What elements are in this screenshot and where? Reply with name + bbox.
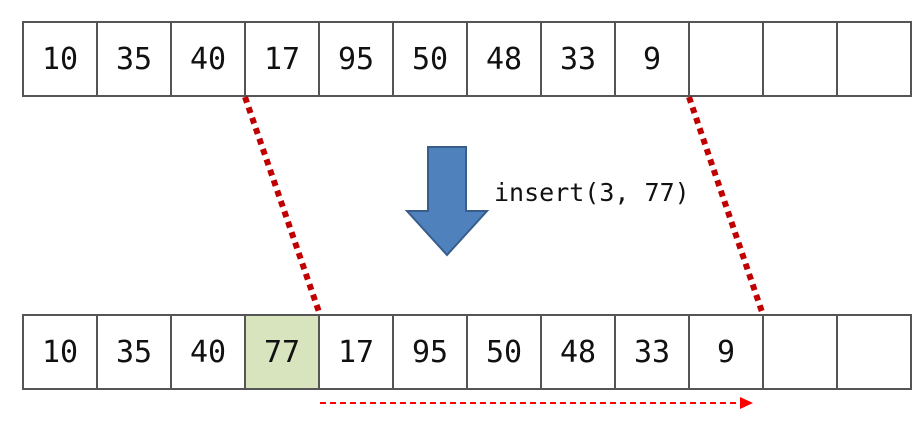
shift-end-dotted-line (686, 96, 765, 313)
result-array-cell: 95 (392, 314, 468, 390)
down-arrow-icon (404, 146, 490, 257)
shift-direction-arrowhead-icon (740, 397, 753, 409)
result-array-cell-inserted: 77 (244, 314, 320, 390)
original-array-cell: 48 (466, 21, 542, 97)
result-array-cell: 48 (540, 314, 616, 390)
original-array-cell: 95 (318, 21, 394, 97)
result-array-cell (836, 314, 912, 390)
original-array-cell: 50 (392, 21, 468, 97)
original-array-cell: 17 (244, 21, 320, 97)
result-array-cell: 50 (466, 314, 542, 390)
result-array-cell: 40 (170, 314, 246, 390)
original-array-cell (836, 21, 912, 97)
result-array-cell (762, 314, 838, 390)
result-array-cell: 17 (318, 314, 394, 390)
result-array-cell: 10 (22, 314, 98, 390)
result-array-cell: 33 (614, 314, 690, 390)
original-array-cell: 33 (540, 21, 616, 97)
original-array-cell: 9 (614, 21, 690, 97)
result-array-cell: 9 (688, 314, 764, 390)
result-array-cell: 35 (96, 314, 172, 390)
original-array-cell: 35 (96, 21, 172, 97)
operation-label: insert(3, 77) (494, 178, 690, 207)
original-array-cell: 10 (22, 21, 98, 97)
shift-start-dotted-line (242, 96, 322, 313)
